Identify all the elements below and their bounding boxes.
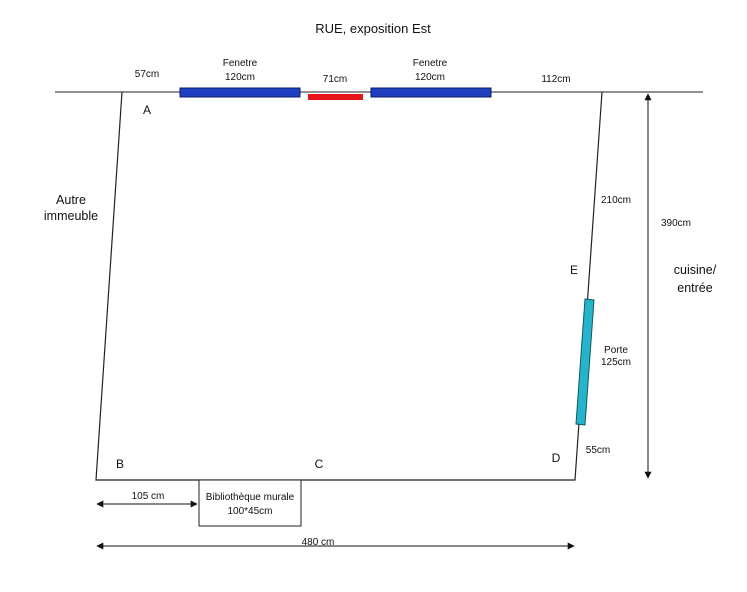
dim-height-label: 390cm [661,218,691,229]
window-right-size: 120cm [415,72,445,83]
window-right [370,87,492,98]
bookshelf-name: Bibliothèque murale [206,492,295,503]
dim-top-left: 57cm [135,69,159,80]
dim-offset-label: 105 cm [132,491,165,502]
plan-title: RUE, exposition Est [315,21,431,36]
corner-e: E [570,263,578,277]
window-left-name: Fenetre [223,58,258,69]
window-left-size: 120cm [225,72,255,83]
left-side-label-line2: immeuble [44,209,98,223]
room-outline [95,91,603,481]
bookshelf [198,479,302,527]
dim-top-middle: 71cm [323,74,347,85]
right-side-label-line2: entrée [677,281,712,295]
window-left [179,87,301,98]
corner-a: A [143,103,151,117]
corner-d: D [552,451,561,465]
right-side-label-line1: cuisine/ [674,263,717,277]
left-side-label-line1: Autre [56,193,86,207]
corner-c: C [315,457,324,471]
dim-top-right: 112cm [541,74,570,85]
red-segment [308,94,363,100]
dim-right-wall-upper: 210cm [601,195,631,206]
dim-total-label: 480 cm [302,537,335,548]
door [575,298,595,426]
bookshelf-size: 100*45cm [227,506,272,517]
corner-b: B [116,457,124,471]
dim-right-wall-lower: 55cm [586,445,610,456]
door-size: 125cm [601,357,631,368]
door-name: Porte [604,345,628,356]
window-right-name: Fenetre [413,58,448,69]
